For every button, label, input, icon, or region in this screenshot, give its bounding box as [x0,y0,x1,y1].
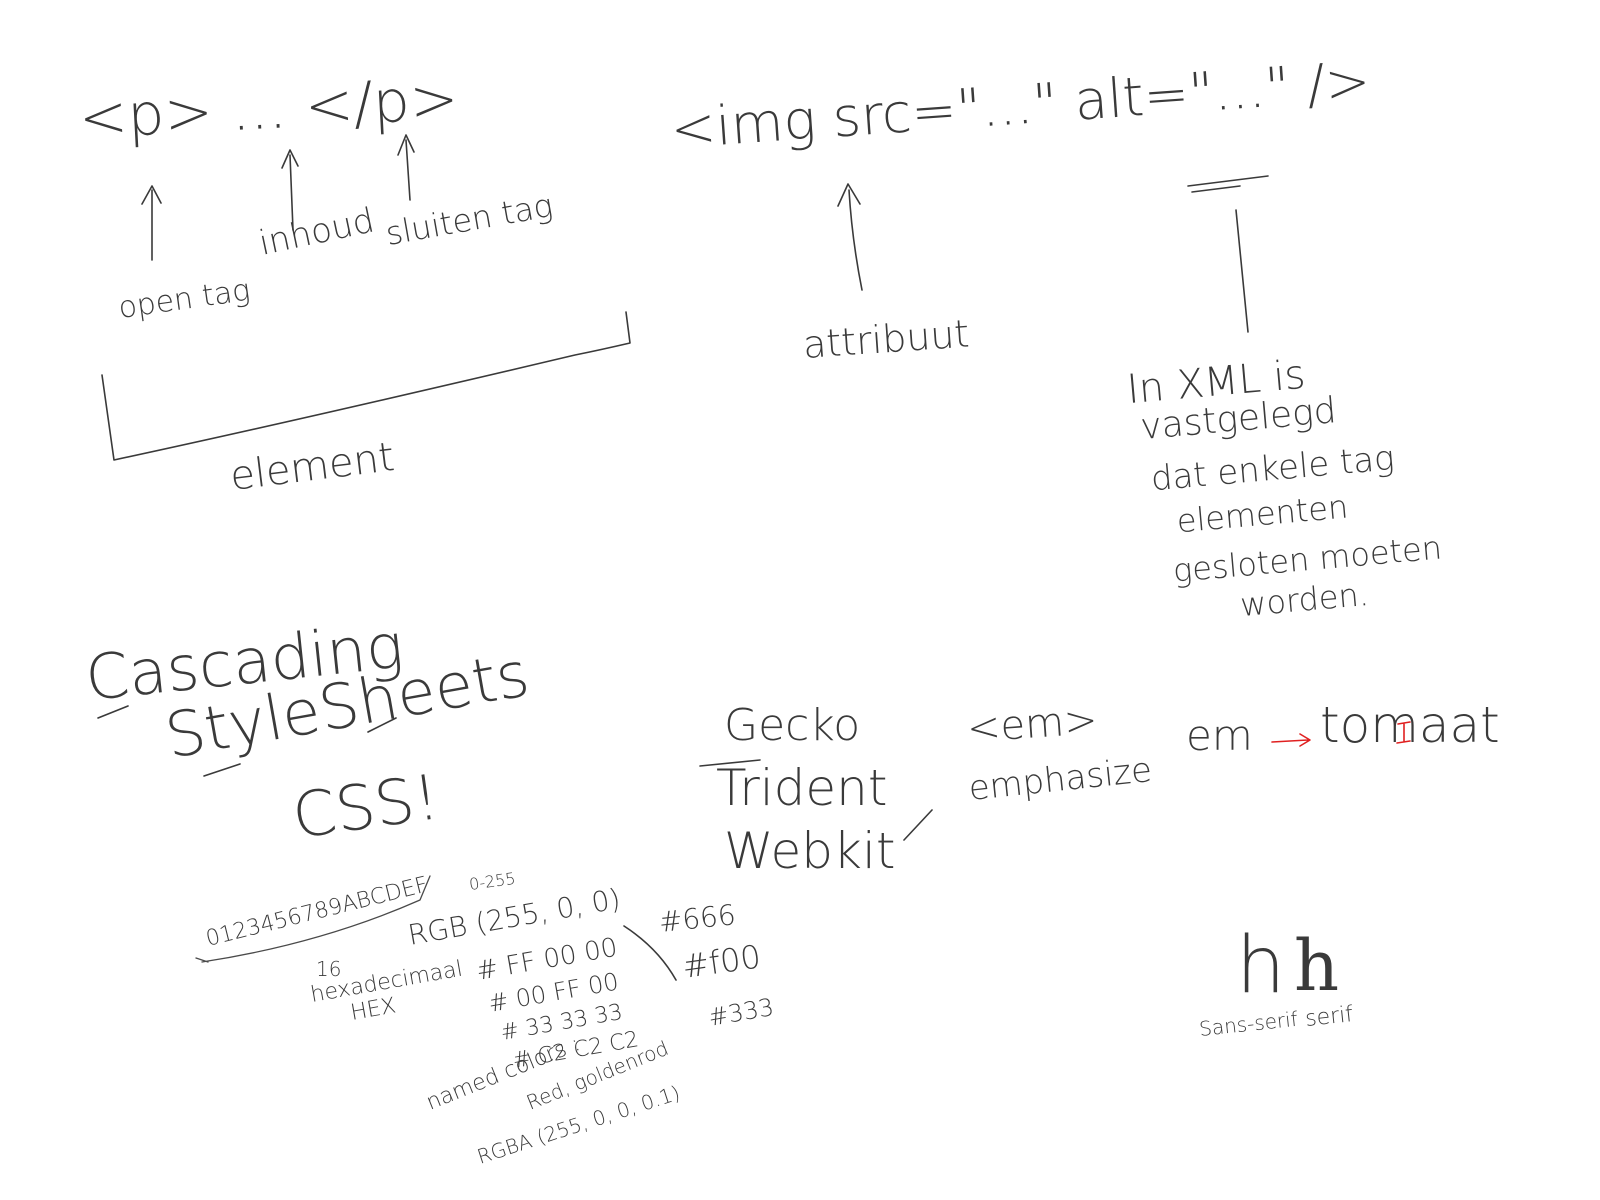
element-bracket [101,311,631,461]
browser-engines: Gecko Trident Webkit [699,700,933,880]
paragraph-syntax: <p> ... </p> [77,64,460,152]
color-notes: 0123456789ABCDEF 0-255 RGB (255, 0, 0) 1… [195,869,776,1169]
attribute-label: attribuut [802,311,971,367]
engine-trident: Trident [716,759,887,817]
img-tag-anatomy: <img src="..." alt="..." /> attribuut In… [669,49,1444,624]
tomato-word: tomaat [1320,696,1500,754]
content-arrow [281,149,299,231]
hex-label-16: 16 [316,957,341,981]
css-title: Cascading StyleSheets CSS! [82,609,534,853]
xml-note: In XML is vastgelegd dat enkele tag elem… [1125,352,1443,624]
serif-glyph: h [1294,925,1339,1007]
hex-digits-arrow [195,875,431,963]
img-syntax: <img src="..." alt="..." /> [669,49,1373,161]
content-label: inhoud [256,200,378,263]
close-tag-label: sluiten tag [383,186,556,253]
font-samples: h h Sans-serif serif [1198,921,1355,1041]
red-correction [1396,721,1411,744]
xml-note-arrow [1235,209,1249,333]
emphasize-label: emphasize [967,750,1154,809]
short-hex-f00: #f00 [680,937,763,986]
self-closing-underline [1187,175,1269,193]
sans-serif-glyph: h [1236,921,1285,1011]
sans-serif-label: Sans-serif [1198,1007,1299,1041]
css-title-line-3: CSS! [288,760,444,853]
open-tag-label: open tag [116,273,252,326]
xml-note-line-3: dat enkele tag [1149,438,1396,499]
element-label: element [228,434,397,500]
rgb-range: 0-255 [468,869,517,894]
em-word: em [1186,711,1253,760]
short-hex-connector [623,925,677,981]
engine-gecko: Gecko [724,700,860,751]
open-tag-arrow [141,185,162,261]
engines-bracket [699,759,933,841]
hex-digits: 0123456789ABCDEF [203,872,430,951]
close-tag-arrow [397,134,415,201]
xml-note-line-4: elementen [1175,487,1350,540]
serif-label: serif [1304,1002,1355,1032]
em-notes: <em> emphasize em tomaat [965,696,1499,809]
short-hex-333: #333 [706,993,776,1032]
css-underline-marks [97,705,397,777]
html-tag-anatomy: <p> ... </p> open tag inhoud sluiten tag… [77,64,631,500]
short-hex-666: #666 [657,898,737,939]
red-arrow [1271,733,1311,747]
attribute-arrow [837,183,863,291]
engine-webkit: Webkit [724,822,895,880]
em-tag: <em> [965,697,1099,752]
